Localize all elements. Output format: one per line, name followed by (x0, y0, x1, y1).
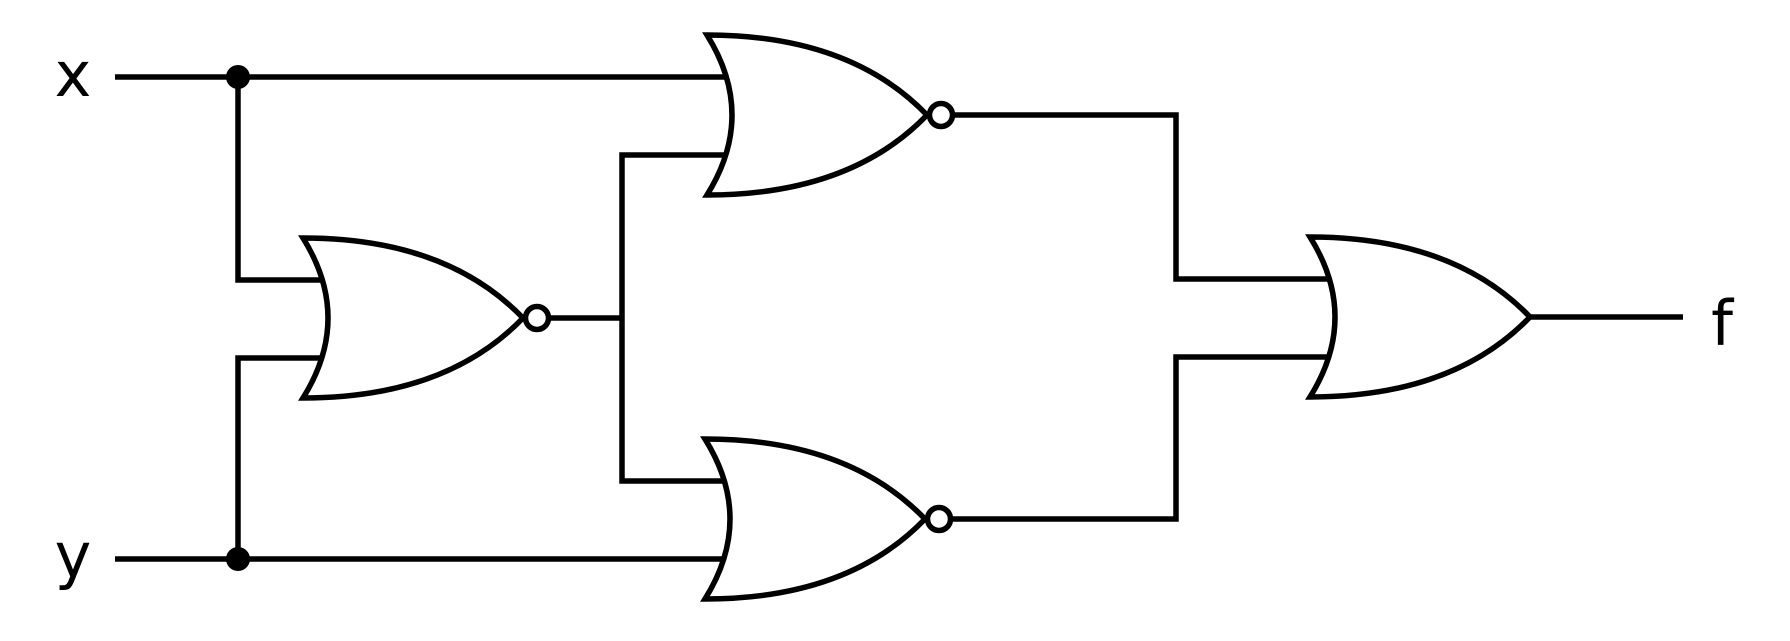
nor-gate-middle (298, 235, 552, 401)
or-gate-output (1305, 234, 1534, 400)
nor-gate-middle-body (298, 235, 527, 401)
wire-nor-top-output (950, 112, 1340, 282)
wire-bus-vertical (619, 152, 735, 484)
junction-dot-x (226, 65, 250, 89)
wire-nor-bottom-output (950, 354, 1340, 522)
nor-gate-bottom-body (700, 436, 929, 602)
junction-dot-group (226, 65, 250, 571)
nor-gate-top (702, 32, 956, 198)
wire-group (115, 74, 1683, 562)
label-input-x: x (55, 38, 92, 111)
nor-gate-bottom-inversion-bubble (924, 504, 954, 534)
nor-gate-bottom (700, 436, 954, 602)
gate-group (298, 32, 1534, 602)
wire-y-branch (235, 355, 330, 559)
wire-x-branch (235, 77, 330, 283)
nor-gate-top-inversion-bubble (926, 100, 956, 130)
nor-gate-middle-inversion-bubble (522, 303, 552, 333)
or-gate-output-body (1305, 234, 1534, 400)
nor-gate-top-body (702, 32, 931, 198)
label-input-y: y (55, 519, 92, 592)
junction-dot-y (226, 547, 250, 571)
label-output-f: f (1711, 287, 1735, 360)
label-group: x y f (55, 38, 1735, 592)
